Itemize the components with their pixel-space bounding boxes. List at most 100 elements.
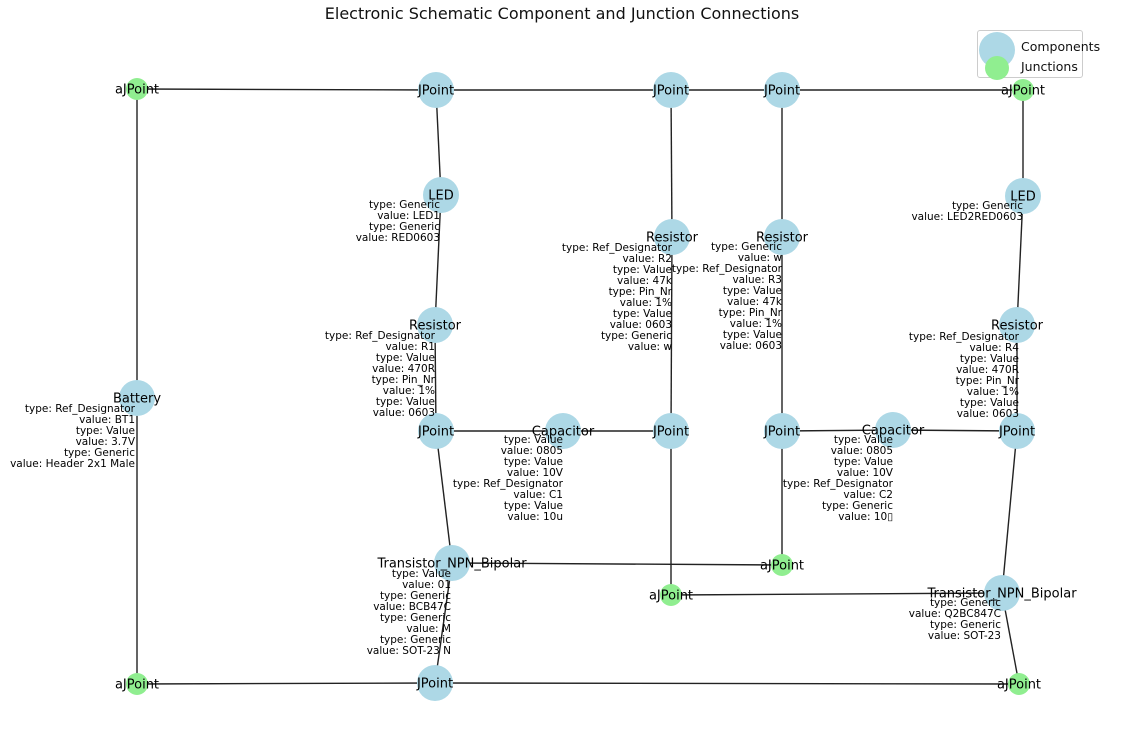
attr-c1-0: type: Value [504,434,563,446]
attr-c2-4: type: Ref_Designator [783,478,894,490]
attr-led1-1: value: LED1 [377,210,440,222]
legend-components-label: Components [1021,39,1101,54]
attr-c1-6: type: Value [504,500,563,512]
edge-r2-jp_mid2 [670,236,673,432]
node-aj_br [1008,673,1030,695]
node-r2 [654,219,690,255]
attr-c1-3: value: 10V [507,467,564,479]
edge-jp_bot-aj_br [434,682,1020,685]
node-aj_bl [126,673,148,695]
attr-r3-8: type: Value [723,329,782,341]
node-r1 [417,307,453,343]
node-jp_top2 [653,72,689,108]
node-label-q2: Transistor_NPN_Bipolar [926,587,1077,602]
node-label-r1: Resistor [409,319,462,334]
attr-c1-1: value: 0805 [501,445,563,457]
attr-r4-6: type: Value [960,397,1019,409]
attr-r1-0: type: Ref_Designator [325,330,436,342]
attr-r3-4: type: Value [723,285,782,297]
edge-jp_mid1-q1 [435,430,453,564]
attr-q2-1: value: Q2BC847C [909,608,1001,620]
node-label-r3: Resistor [756,231,809,246]
attr-q1-5: value: M [406,623,451,635]
attr-r3-6: type: Pin_Nr [719,307,783,319]
node-q1 [434,545,470,581]
node-c1 [545,413,581,449]
attr-q1-2: type: Generic [380,590,451,602]
legend-junctions-label: Junctions [1021,59,1078,74]
attr-led2-0: type: Generic [952,200,1023,212]
nodes-layer [119,72,1041,701]
legend-row-components: Components [978,32,1100,68]
legend: Components Junctions [977,30,1100,80]
edge-q1-aj_mid [451,562,783,566]
attr-q1-0: type: Value [392,568,451,580]
attr-r1-4: type: Pin_Nr [372,374,436,386]
attr-battery-0: type: Ref_Designator [25,403,136,415]
diagram-title: Electronic Schematic Component and Junct… [324,4,800,23]
attr-r1-1: value: R1 [385,341,435,353]
attr-r3-0: type: Generic [711,241,782,253]
node-label-aj_tr: aJPoint [1001,84,1045,99]
node-aj_tl [126,78,148,100]
attr-led1-3: value: RED0603 [356,232,440,244]
node-label-jp_mid4: JPoint [998,425,1035,440]
attr-r1-2: type: Value [376,352,435,364]
attr-led1-2: type: Generic [369,221,440,233]
attr-c1-4: type: Ref_Designator [453,478,564,490]
edge-aj_bl-jp_bot [136,682,436,685]
attr-c1-2: type: Value [504,456,563,468]
node-jp_bot [417,665,453,701]
attr-r2-1: value: R2 [622,253,672,265]
node-aj_mid2 [660,584,682,606]
attr-q2-0: type: Generic [930,597,1001,609]
attr-c1-5: value: C1 [513,489,563,501]
attr-r4-5: value: 1% [967,386,1019,398]
attr-c1-7: value: 10u [507,511,563,523]
node-label-jp_top2: JPoint [652,84,689,99]
node-label-aj_mid2: aJPoint [649,589,693,604]
attr-c2-3: value: 10V [837,467,894,479]
node-jp_mid3 [764,413,800,449]
attr-r2-2: type: Value [613,264,672,276]
node-r4 [999,307,1035,343]
attr-battery-1: value: BT1 [79,414,135,426]
node-r3 [764,219,800,255]
attr-led2-1: value: LED2RED0603 [911,211,1023,223]
edge-jp_mid3-c2 [781,429,894,432]
node-label-led1: LED [428,189,453,204]
attr-r2-5: value: 1% [620,297,672,309]
attr-q1-4: type: Generic [380,612,451,624]
node-q2 [984,575,1020,611]
attr-r3-2: type: Ref_Designator [672,263,783,275]
edge-q1-jp_bot [434,562,453,684]
edge-c2-jp_mid4 [892,429,1018,432]
attr-c2-5: value: C2 [843,489,893,501]
node-label-jp_mid2: JPoint [652,425,689,440]
attr-battery-2: type: Value [76,425,135,437]
node-label-r2: Resistor [646,231,699,246]
node-label-c2: Capacitor [862,424,925,439]
node-label-aj_tl: aJPoint [115,83,159,98]
node-label-aj_br: aJPoint [997,678,1041,693]
attr-c2-0: type: Value [834,434,893,446]
edge-aj_tl-jp_top1 [136,88,437,91]
attr-r4-7: value: 0603 [957,408,1019,420]
attr-q1-6: type: Generic [380,634,451,646]
attr-r3-1: value: w [738,252,783,264]
attr-battery-3: value: 3.7V [76,436,136,448]
attr-r4-3: value: 470R [956,364,1019,376]
legend-junction-marker [985,56,1009,80]
attr-r2-6: type: Value [613,308,672,320]
node-aj_mid [771,554,793,576]
node-label-jp_mid3: JPoint [763,425,800,440]
node-battery [119,380,155,416]
attr-r3-3: value: R3 [732,274,782,286]
node-label-jp_top3: JPoint [763,84,800,99]
attr-c2-2: type: Value [834,456,893,468]
edge-led2-r4 [1016,195,1024,326]
attr-q1-7: value: SOT-23 N [367,645,451,657]
attr-r4-4: type: Pin_Nr [956,375,1020,387]
attr-r2-8: type: Generic [601,330,672,342]
node-led2 [1005,178,1041,214]
